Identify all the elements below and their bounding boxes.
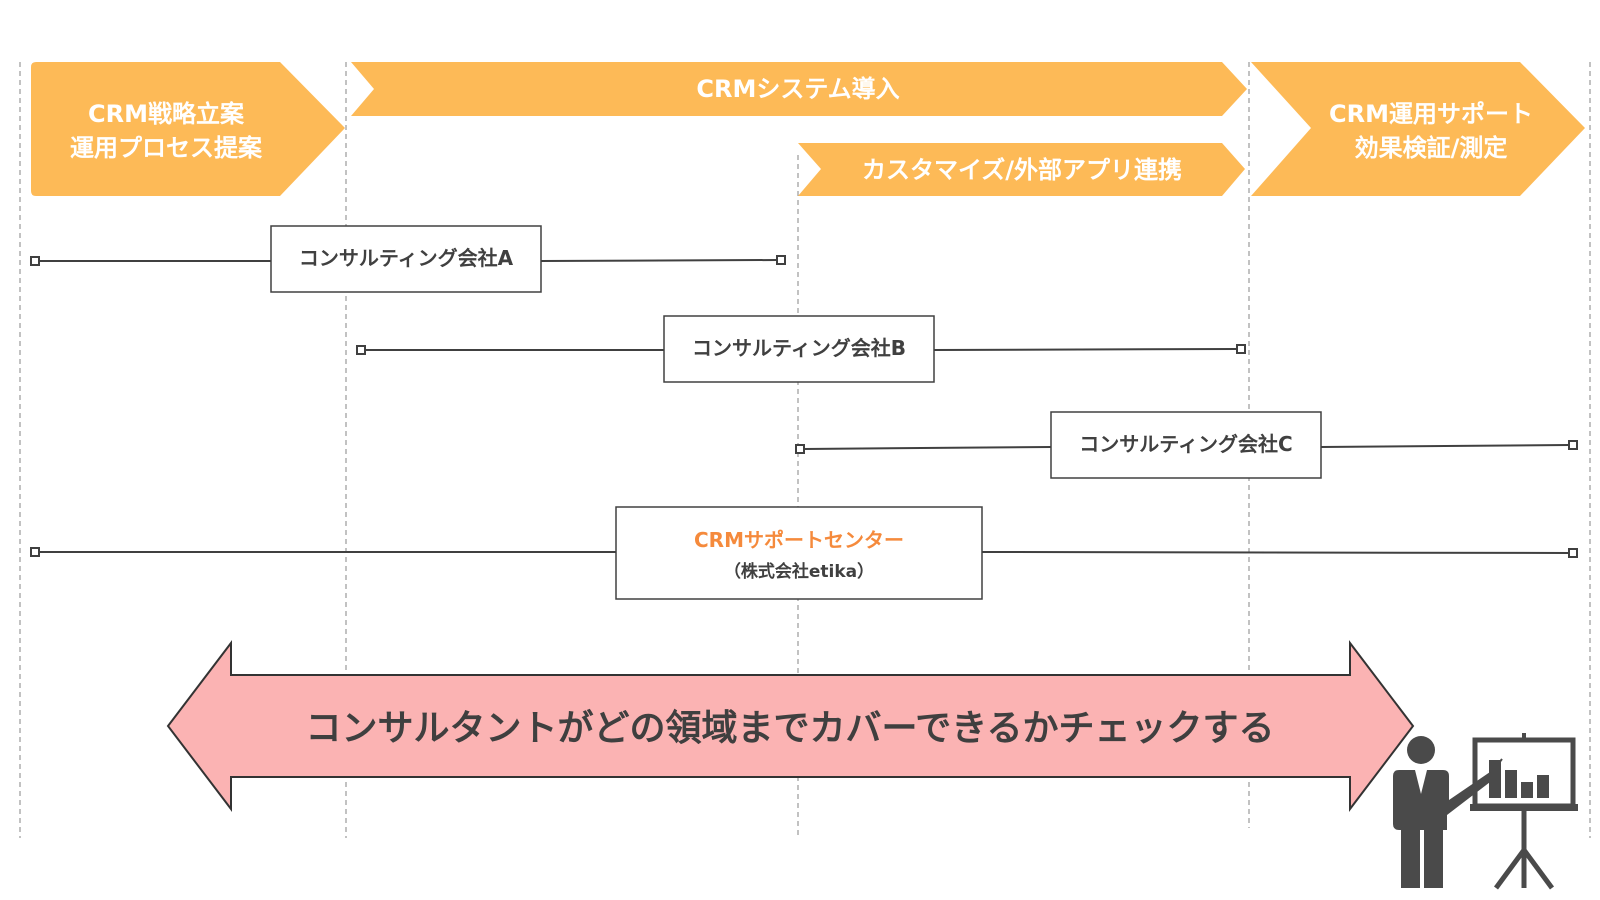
- company-c-start-marker: [795, 444, 805, 454]
- coverage-banner: コンサルタントがどの領域までカバーできるかチェックする: [166, 640, 1415, 812]
- double-arrow: [166, 640, 1415, 812]
- bar-chart-board-icon: [1470, 733, 1578, 890]
- support-line-right: [981, 551, 1570, 554]
- phase-operation-line2: 効果検証/測定: [1355, 134, 1508, 162]
- company-b-box: [663, 315, 935, 383]
- company-c-box: [1050, 411, 1322, 479]
- phase-strategy-line1: CRM戦略立案: [88, 100, 245, 128]
- support-start-marker: [30, 547, 40, 557]
- company-c-line-right: [1320, 444, 1570, 448]
- company-b-end-marker: [1236, 344, 1246, 354]
- banner-text: コンサルタントがどの領域までカバーできるかチェックする: [305, 707, 1274, 749]
- phase-customize-label: カスタマイズ/外部アプリ連携: [862, 156, 1182, 184]
- company-c-line-left: [803, 446, 1052, 450]
- support-center-box: [615, 506, 983, 600]
- presenter-icon: [1393, 736, 1503, 888]
- phase-system-intro-label: CRMシステム導入: [696, 75, 899, 103]
- support-center-sub: （株式会社etika）: [724, 561, 874, 582]
- phase-operation: [1251, 62, 1585, 196]
- support-center-label: CRMサポートセンター: [694, 528, 904, 552]
- phase-customize: [798, 143, 1245, 196]
- company-a-start-marker: [30, 256, 40, 266]
- phase-strategy: [31, 62, 345, 196]
- company-a-label: コンサルティング会社A: [299, 246, 514, 270]
- presenter-illustration: [1393, 733, 1578, 890]
- company-a-end-marker: [776, 255, 786, 265]
- company-a-line-right: [540, 259, 778, 262]
- company-b-start-marker: [356, 345, 366, 355]
- coverage-lines: [30, 255, 1578, 558]
- phase-chevrons: CRM戦略立案 運用プロセス提案 CRMシステム導入 カスタマイズ/外部アプリ連…: [31, 62, 1585, 196]
- support-end-marker: [1568, 548, 1578, 558]
- company-boxes: コンサルティング会社A コンサルティング会社B コンサルティング会社C CRMサ…: [270, 225, 1322, 600]
- company-b-line-right: [933, 348, 1238, 351]
- company-c-label: コンサルティング会社C: [1079, 432, 1292, 456]
- phase-strategy-line2: 運用プロセス提案: [70, 134, 263, 162]
- company-b-label: コンサルティング会社B: [692, 336, 906, 360]
- phase-operation-line1: CRM運用サポート: [1329, 100, 1533, 128]
- company-a-box: [270, 225, 542, 293]
- phase-system-intro: [351, 62, 1247, 116]
- company-c-end-marker: [1568, 440, 1578, 450]
